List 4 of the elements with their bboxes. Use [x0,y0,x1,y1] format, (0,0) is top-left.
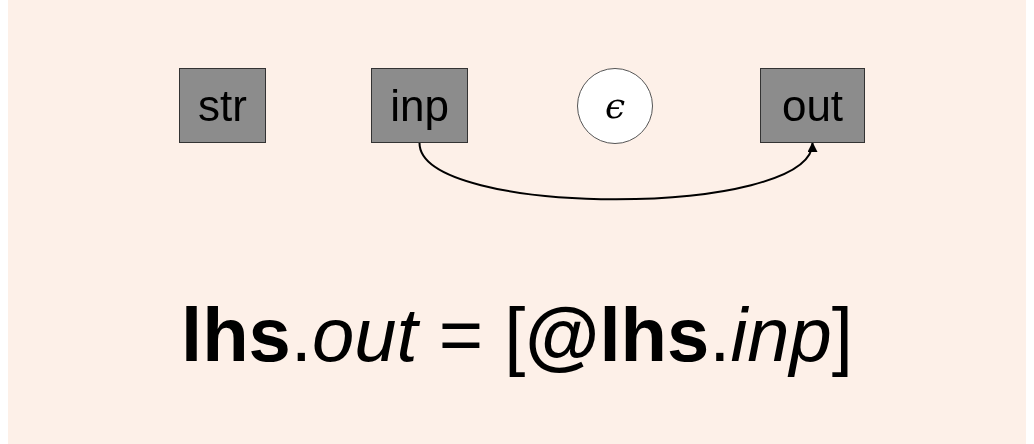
attribute-box: str [179,68,266,143]
formula-text: lhs.out = [@lhs.inp] [180,291,854,379]
attribute-box: inp [371,68,468,143]
attribute-box: out [760,68,865,143]
